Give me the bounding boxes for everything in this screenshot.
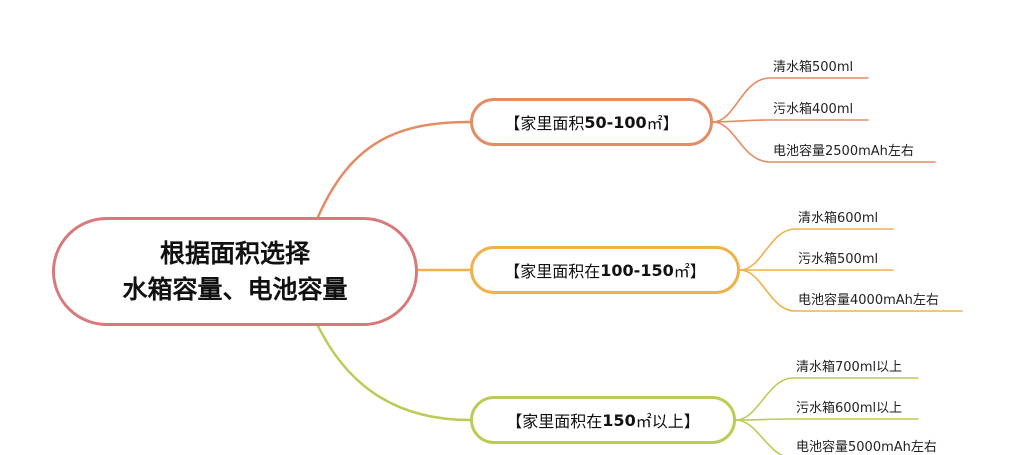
connector-root-branch-0	[316, 120, 472, 219]
connector-root-branch-2	[316, 324, 472, 422]
branch-label-suffix: ㎡】	[673, 262, 706, 281]
leaf-clean-tank-3: 清水箱700ml以上	[796, 360, 903, 375]
connector-branch-0-leaf-2	[712, 121, 936, 163]
connector-branch-1-leaf-0	[739, 228, 894, 271]
branch-label-suffix: ㎡以上】	[635, 412, 700, 431]
connector-branch-2-leaf-2	[735, 419, 784, 455]
branch-label-prefix: 【家里面积在	[506, 412, 603, 431]
branch-label-number: 50-100	[584, 112, 647, 132]
connector-branch-2-leaf-1	[735, 418, 919, 421]
leaf-clean-tank-2: 清水箱600ml	[798, 211, 879, 226]
connector-branch-2-leaf-0	[735, 377, 919, 421]
root-title-line-2: 水箱容量、电池容量	[122, 274, 348, 304]
branch-label-number: 100-150	[600, 260, 674, 280]
leaf-battery-1: 电池容量2500mAh左右	[773, 144, 914, 159]
leaf-battery-3: 电池容量5000mAh左右	[796, 440, 937, 455]
root-title-line-1: 根据面积选择	[159, 238, 310, 268]
root-node: 根据面积选择 水箱容量、电池容量	[52, 217, 418, 326]
branch-label-number: 150	[602, 410, 636, 430]
leaf-waste-tank-1: 污水箱400ml	[773, 102, 854, 117]
branch-label-suffix: ㎡】	[646, 114, 679, 133]
leaf-battery-2: 电池容量4000mAh左右	[798, 293, 939, 308]
branch-label-prefix: 【家里面积在	[504, 262, 601, 281]
leaf-waste-tank-2: 污水箱500ml	[798, 252, 879, 267]
branch-label-prefix: 【家里面积	[504, 114, 585, 133]
connector-branch-0-leaf-1	[712, 119, 869, 123]
leaf-clean-tank-1: 清水箱500ml	[773, 60, 854, 75]
leaf-waste-tank-3: 污水箱600ml以上	[796, 401, 903, 416]
connector-branch-0-leaf-0	[712, 77, 869, 123]
connector-branch-1-leaf-2	[739, 269, 963, 312]
